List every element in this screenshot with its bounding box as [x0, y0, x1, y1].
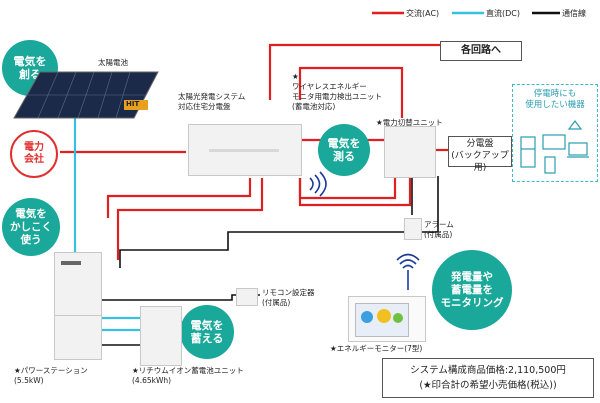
bubble-create: 電気を 創る — [2, 40, 58, 96]
ac-line — [106, 178, 252, 218]
distribution-board — [188, 124, 302, 176]
battery-label: ★リチウムイオン蓄電池ユニット (4.65kWh) — [132, 366, 244, 385]
solar-panel-label: 太陽電池 — [98, 58, 128, 67]
switch-unit — [384, 126, 436, 178]
backup-panel: 分電盤 (バックアップ用) — [448, 136, 512, 173]
legend-ac-label: 交流(AC) — [406, 9, 440, 18]
remote-label: リモコン設定器 (付属品) — [262, 288, 315, 307]
alarm-device — [404, 218, 422, 240]
solar-panel-icon — [13, 71, 159, 119]
outage-devices-label: 停電時にも 使用したい機器 — [525, 89, 585, 110]
power-station — [54, 252, 102, 360]
power-station-label: ★パワーステーション (5.5kW) — [14, 366, 88, 385]
alarm-label: アラーム (付属品) — [424, 220, 454, 239]
remote-controller — [236, 288, 258, 306]
distribution-board-label: 太陽光発電システム 対応住宅分電盤 — [178, 92, 246, 111]
energy-monitor — [348, 296, 426, 342]
monitor-label: ★エネルギーモニター(7型) — [330, 344, 423, 353]
price-line-2: (★印合計の希望小売価格(税込)) — [419, 380, 557, 391]
circuits-box: 各回路へ — [440, 41, 522, 61]
bubble-store: 電気を 蓄える — [180, 305, 234, 359]
monitor-signal-icon — [396, 253, 420, 290]
price-line-1: システム構成商品価格:2,110,500円 — [410, 365, 566, 376]
ac-line — [268, 43, 440, 100]
power-company: 電力 会社 — [10, 130, 58, 178]
switch-unit-label: ★電力切替ユニット — [376, 118, 443, 127]
legend-dc-label: 直流(DC) — [486, 9, 520, 18]
ac-line — [298, 176, 397, 200]
ac-line — [298, 66, 404, 118]
bubble-monitor: 発電量や 蓄電量を モニタリング — [432, 250, 512, 330]
price-box: システム構成商品価格:2,110,500円 (★印合計の希望小売価格(税込)) — [382, 358, 594, 398]
legend-comm-label: 通信線 — [562, 9, 586, 18]
bubble-use: 電気を かしこく 使う — [2, 198, 60, 256]
comm-line — [119, 176, 439, 268]
hit-logo: HIT — [126, 100, 140, 108]
wireless-unit-label: ★ ワイヤレスエネルギー モニタ用電力検出ユニット (蓄電池対応) — [292, 72, 382, 111]
outage-devices: 停電時にも 使用したい機器 — [512, 84, 598, 182]
battery-unit — [140, 306, 182, 366]
ac-line — [298, 176, 412, 207]
bubble-measure: 電気を 測る — [318, 124, 370, 176]
appliances-icon — [520, 120, 589, 174]
ac-line — [116, 178, 264, 260]
wireless-signal-icon — [309, 171, 327, 197]
